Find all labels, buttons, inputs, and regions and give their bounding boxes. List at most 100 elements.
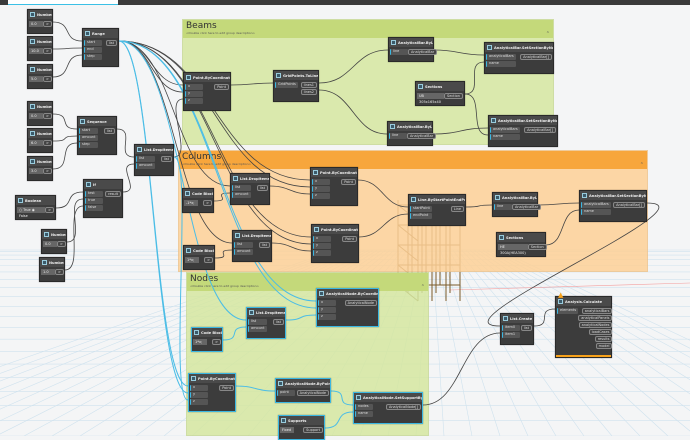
node-analyticalnode-setsupportbyname[interactable]: AnalyticalNode.SetSupportByNamenodesname…: [353, 392, 423, 424]
output-port[interactable]: AnalyticalBar: [512, 204, 541, 210]
node-line-bystartpointendpoint[interactable]: Line.ByStartPointEndPointstartPointendPo…: [408, 194, 466, 226]
input-port[interactable]: test: [85, 191, 103, 197]
node-header[interactable]: Number: [28, 102, 52, 111]
workspace-tab[interactable]: [8, 0, 118, 5]
input-port[interactable]: startPoint: [410, 206, 432, 212]
group-description[interactable]: <Double click here to edit group descrip…: [186, 31, 550, 35]
group-description[interactable]: <Double click here to edit group descrip…: [190, 284, 425, 288]
output-port[interactable]: >: [203, 200, 212, 206]
input-port[interactable]: name: [490, 134, 520, 140]
output-port[interactable]: list: [273, 319, 284, 325]
collapse-icon[interactable]: ⌃: [421, 284, 425, 290]
input-port[interactable]: elements: [557, 308, 578, 314]
output-port[interactable]: result: [105, 191, 121, 197]
node-value-input[interactable]: -1*x;: [184, 200, 198, 206]
node-boolean[interactable]: Boolean○ True ◉ False>: [15, 195, 56, 220]
node-header[interactable]: Code Block: [192, 328, 222, 337]
node-header[interactable]: Point.ByCoordinates: [189, 374, 235, 383]
input-port[interactable]: amount: [79, 135, 98, 141]
output-port[interactable]: list: [104, 128, 115, 134]
node-value-input[interactable]: 0.0: [43, 241, 57, 247]
node-analyticalbar-byline[interactable]: AnalyticalBar.ByLinelineAnalyticalBar: [492, 192, 538, 217]
node-header[interactable]: AnalyticalBar.ByLine: [388, 122, 432, 131]
node-header[interactable]: List.DropItems: [247, 308, 285, 317]
output-port[interactable]: Section: [444, 93, 463, 99]
node-header[interactable]: Point.ByCoordinates: [184, 73, 230, 82]
input-port[interactable]: list: [232, 185, 251, 191]
node-value-input[interactable]: 6.0: [29, 140, 43, 146]
group-description[interactable]: <Double click here to edit group descrip…: [182, 162, 644, 166]
input-port[interactable]: line: [390, 49, 408, 55]
node-header[interactable]: AnalyticalNode.ByPoint: [276, 379, 330, 388]
output-port[interactable]: Point: [214, 84, 229, 90]
node-point-bycoordinates[interactable]: Point.ByCoordinatesxyzPoint: [188, 373, 236, 412]
node-header[interactable]: AnalyticalNode.ByCoordinates: [317, 289, 378, 298]
input-port[interactable]: name: [581, 209, 611, 215]
input-port[interactable]: end: [84, 47, 102, 53]
node-header[interactable]: Boolean: [16, 196, 55, 205]
input-port[interactable]: list: [234, 242, 253, 248]
input-port[interactable]: item0: [502, 325, 520, 331]
output-port[interactable]: >: [57, 241, 66, 247]
input-port[interactable]: false: [85, 205, 103, 211]
output-port[interactable]: Point: [341, 179, 356, 185]
node-header[interactable]: Number: [28, 129, 52, 138]
node-analyticalbar-setsectionbyname[interactable]: AnalyticalBar.SetSectionByName analytical…: [488, 115, 558, 147]
input-port[interactable]: endPoint: [410, 213, 432, 219]
output-port[interactable]: AnalyticalBar: [408, 49, 437, 55]
output-port[interactable]: lines1: [301, 82, 317, 88]
output-port[interactable]: list: [521, 325, 532, 331]
output-port[interactable]: list: [257, 185, 268, 191]
input-port[interactable]: analyticalBars: [490, 127, 520, 133]
node-value-input[interactable]: 5.0: [29, 76, 43, 82]
node-header[interactable]: List.DropItems: [233, 231, 271, 240]
output-port[interactable]: model: [596, 343, 613, 349]
output-port[interactable]: >: [43, 168, 52, 174]
output-port[interactable]: lines2: [301, 89, 317, 95]
node-header[interactable]: Number: [28, 37, 52, 46]
node-value-input[interactable]: HE 300A(HEA300): [498, 244, 528, 250]
output-port[interactable]: >: [43, 113, 52, 119]
input-port[interactable]: start: [79, 128, 98, 134]
node-header[interactable]: AnalyticalNode.SetSupportByName: [354, 393, 422, 402]
node-point-bycoordinates[interactable]: Point.ByCoordinatesxyzPoint: [311, 224, 359, 263]
node-header[interactable]: Analysis.Calculate: [556, 297, 611, 306]
output-port[interactable]: AnalyticalBar[]: [613, 202, 645, 208]
node-analyticalbar-byline[interactable]: AnalyticalBar.ByLinelineAnalyticalBar: [387, 121, 433, 146]
output-port[interactable]: Line: [451, 206, 464, 212]
node-header[interactable]: Number: [28, 10, 52, 19]
output-port[interactable]: AnalyticalNode: [345, 300, 377, 306]
node-header[interactable]: AnalyticalBar.SetSectionByName: [485, 43, 553, 52]
input-port[interactable]: x: [313, 236, 331, 242]
node-value-input[interactable]: 1.0: [41, 269, 55, 275]
node-header[interactable]: Sections: [497, 233, 545, 242]
node-header[interactable]: AnalyticalBar.SetSectionByName: [489, 116, 557, 125]
output-port[interactable]: >: [43, 48, 52, 54]
output-port[interactable]: >: [204, 257, 213, 263]
input-port[interactable]: amount: [232, 192, 251, 198]
node-header[interactable]: Point.ByCoordinates: [312, 225, 358, 234]
input-port[interactable]: amount: [136, 163, 155, 169]
input-port[interactable]: z: [190, 399, 208, 405]
input-port[interactable]: x: [190, 385, 208, 391]
node-header[interactable]: Sections: [416, 82, 464, 91]
output-port[interactable]: >: [43, 21, 52, 27]
node-value-input[interactable]: Fixed: [280, 427, 294, 433]
output-port[interactable]: analyticalNodes: [579, 322, 613, 328]
output-port[interactable]: AnalyticalNode[]: [386, 404, 421, 410]
input-port[interactable]: name: [486, 61, 516, 67]
